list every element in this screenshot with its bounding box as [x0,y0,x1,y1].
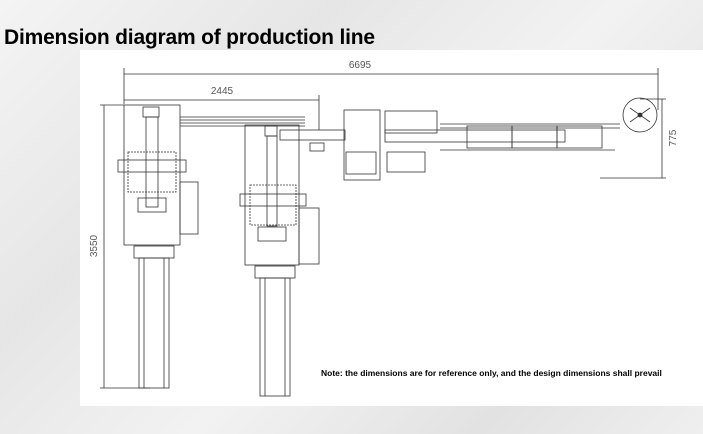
dim-label-total-length: 6695 [349,60,372,71]
dim-label-first-section: 2445 [211,86,234,97]
diagram-sheet [80,50,703,406]
machine-2 [239,124,320,397]
transfer-conveyor [180,116,346,152]
reference-note: Note: the dimensions are for reference o… [321,368,662,378]
dimension-3550 [100,104,150,389]
dim-label-line-width: 775 [668,129,679,146]
dimension-2445 [124,95,320,130]
page-title: Dimension diagram of production line [4,26,375,49]
main-line [343,97,658,181]
machine-1 [117,104,199,389]
dimension-6695 [123,68,659,110]
dim-label-total-width: 3550 [89,234,100,257]
dimension-775 [600,98,666,179]
